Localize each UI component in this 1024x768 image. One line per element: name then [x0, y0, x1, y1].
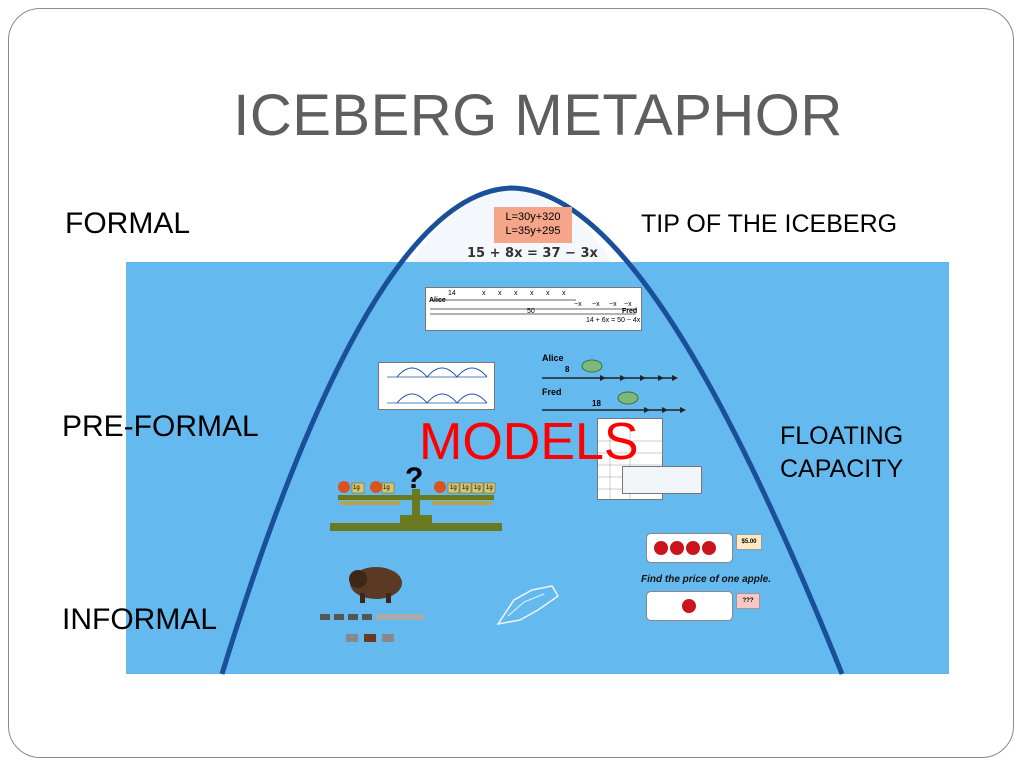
weight-label-2: 1g: [383, 485, 390, 491]
tape-fred: Fred: [622, 308, 638, 315]
informal-label: INFORMAL: [62, 603, 218, 636]
weight-label-4: 1g: [462, 485, 469, 491]
weight-label-3: 1g: [450, 485, 457, 491]
tape-alice: Alice: [429, 297, 446, 304]
tape-diagram-lines: [430, 299, 636, 315]
floating-line-1: FLOATING: [780, 422, 904, 450]
apple-prompt: Find the price of one apple.: [641, 574, 772, 585]
balance-scale: [330, 481, 502, 531]
price-tag: $5.00: [736, 534, 762, 550]
formal-label: FORMAL: [65, 207, 191, 240]
equation-line-2: L=35y+295: [505, 225, 561, 237]
tape-minus-x-1: −x: [574, 301, 582, 308]
apple-icons-row: [654, 541, 716, 555]
number-line-arrows: [542, 359, 686, 413]
animal-rows-icon: [320, 614, 424, 642]
tape-minus-x-2: −x: [592, 301, 600, 308]
tape-minus-x-4: −x: [624, 301, 632, 308]
weight-label-6: 1g: [486, 485, 493, 491]
nl-alice-value: 8: [565, 365, 570, 374]
sketch-drawing-icon: [496, 585, 560, 626]
tape-x-6: x: [562, 290, 566, 297]
tape-x-4: x: [530, 290, 534, 297]
musk-ox-icon: [349, 567, 402, 603]
equation-line-1: L=30y+320: [505, 211, 561, 223]
nl-alice: Alice: [542, 353, 564, 363]
number-lines: Alice 8 Fred 18: [540, 353, 690, 413]
floating-capacity-label: FLOATING CAPACITY: [780, 420, 903, 486]
tip-of-iceberg-label: TIP OF THE ICEBERG: [641, 210, 898, 238]
weight-label-1: 1g: [353, 485, 360, 491]
tape-x-3: x: [514, 290, 518, 297]
tape-x-2: x: [498, 290, 502, 297]
nl-fred: Fred: [542, 387, 562, 397]
floating-line-2: CAPACITY: [780, 455, 904, 483]
jump-arcs: [387, 367, 488, 404]
balance-question: ?: [405, 462, 424, 495]
jumps-card: [378, 362, 495, 410]
tape-x-1: x: [482, 290, 486, 297]
apples-card: [646, 533, 733, 563]
tape-50: 50: [527, 308, 535, 315]
pre-formal-label: PRE-FORMAL: [62, 410, 259, 443]
tape-minus-x-3: −x: [609, 301, 617, 308]
models-label: MODELS: [419, 413, 639, 471]
tape-equation: 14 + 6x = 50 − 4x: [586, 317, 641, 324]
tape-14: 14: [448, 290, 456, 297]
table-instruction-card: [622, 466, 702, 494]
apple-icon: [682, 599, 696, 613]
nl-fred-value: 18: [592, 399, 601, 408]
formal-equation: 15 + 8x = 37 − 3x: [467, 246, 598, 261]
slide-title: ICEBERG METAPHOR: [233, 83, 843, 148]
iceberg-curve: [219, 185, 845, 675]
unknown-price-tag: ???: [736, 593, 760, 609]
equations-box: L=30y+320 L=35y+295: [494, 207, 572, 243]
single-apple-card: [646, 591, 733, 621]
weight-label-5: 1g: [474, 485, 481, 491]
tape-diagram-card: 14 x x x x x x Alice −x −x −x −x 50 Fred…: [425, 287, 642, 331]
tape-x-5: x: [546, 290, 550, 297]
